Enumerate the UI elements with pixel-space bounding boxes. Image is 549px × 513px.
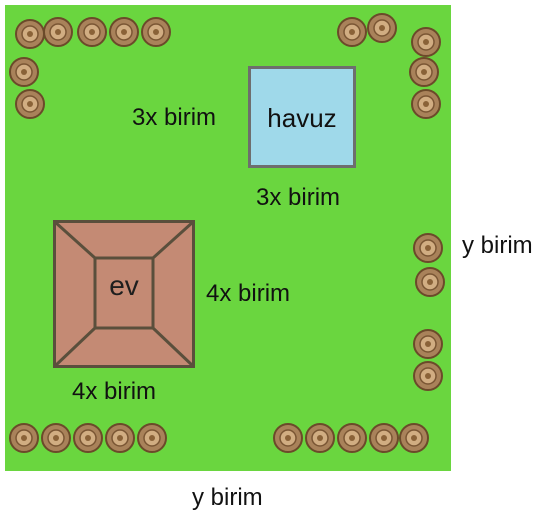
pool: havuz [248,66,356,168]
bush [273,423,303,453]
bush [77,17,107,47]
bush [137,423,167,453]
bush [337,17,367,47]
bush [411,27,441,57]
pool-label: havuz [267,103,337,133]
house: ev [53,220,195,368]
bush [43,17,73,47]
bush [105,423,135,453]
bush [9,423,39,453]
bush [399,423,429,453]
bush [369,423,399,453]
house-right-dimension: 4x birim [206,280,291,307]
bush [367,13,397,43]
house-roof-outline [53,220,195,368]
bush [409,57,439,87]
bush [305,423,335,453]
garden-bottom-dimension: y birim [192,484,263,511]
bush [413,329,443,359]
bush [415,267,445,297]
house-bottom-dimension: 4x birim [72,378,157,405]
bush [9,57,39,87]
pool-bottom-dimension: 3x birim [256,184,341,211]
bush [15,89,45,119]
bush [109,17,139,47]
bush [411,89,441,119]
bush [41,423,71,453]
bush [15,19,45,49]
garden-right-dimension: y birim [462,232,533,259]
bush [413,361,443,391]
bush [73,423,103,453]
bush [141,17,171,47]
bush [337,423,367,453]
house-label: ev [109,270,139,301]
bush [413,233,443,263]
pool-left-dimension: 3x birim [132,104,217,131]
